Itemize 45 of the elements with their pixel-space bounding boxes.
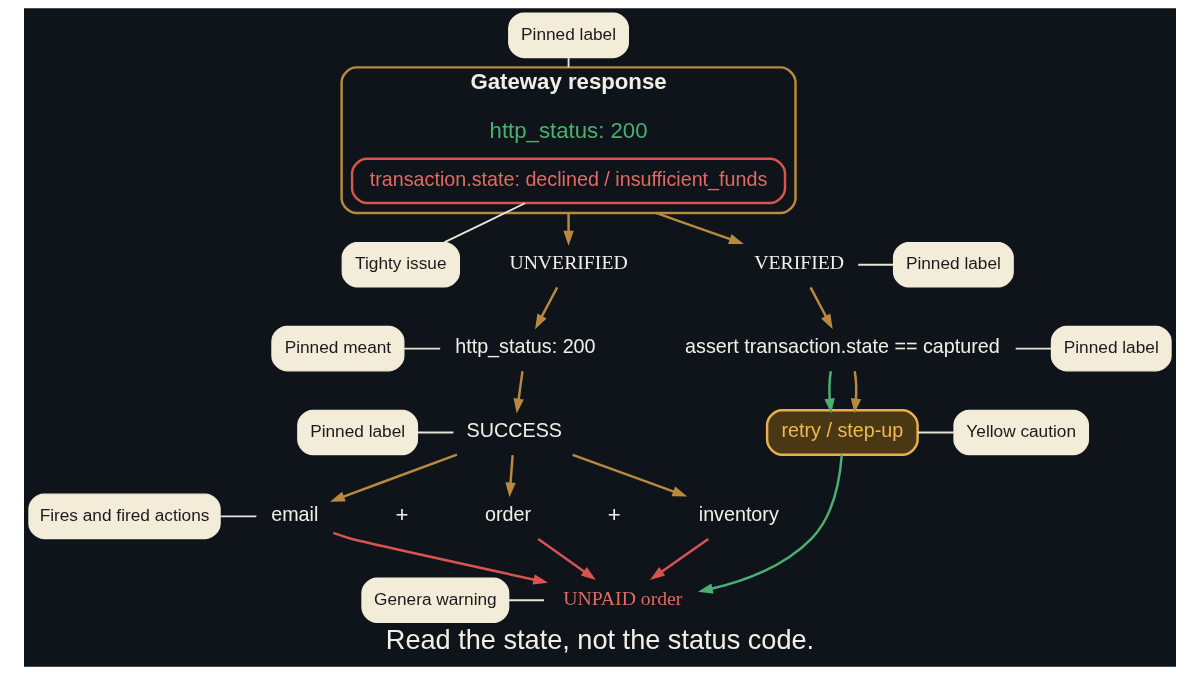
caption: Read the state, not the status code. <box>385 624 815 656</box>
connector <box>508 599 545 602</box>
connector <box>916 431 955 434</box>
label: + <box>395 501 409 527</box>
arrow <box>650 537 709 580</box>
node-box: Fires and fired actions <box>28 493 221 540</box>
node-text: VERIFIED <box>754 251 845 274</box>
node-text: order <box>485 503 532 526</box>
node-text: inventory <box>698 503 779 526</box>
connector <box>1014 347 1053 350</box>
node-box: Pinned label <box>508 12 629 59</box>
connector <box>443 202 526 244</box>
arrow <box>850 371 862 414</box>
arrow <box>513 371 524 414</box>
node-text: assert transaction.state == captured <box>685 335 1000 358</box>
node-text: SUCCESS <box>466 419 562 442</box>
arrow <box>332 531 549 585</box>
node-box: Genera warning <box>361 577 510 624</box>
node-box: Yellow caution <box>953 409 1090 456</box>
node-box: retry / step-up <box>765 409 919 456</box>
arrow <box>330 453 458 502</box>
node-box: Pinned label <box>892 241 1014 288</box>
node-text: UNPAID order <box>563 586 683 609</box>
node-box: Pinned label <box>297 409 419 456</box>
arrow <box>824 371 835 414</box>
arrow <box>535 286 559 330</box>
node-text: UNVERIFIED <box>509 251 628 274</box>
node-box: transaction.state: declined / insufficient_funds <box>350 157 787 205</box>
arrow <box>697 454 844 594</box>
arrow <box>572 453 688 497</box>
connector <box>403 347 442 350</box>
connector <box>219 515 258 518</box>
node-text: http_status: 200 <box>455 335 596 358</box>
node-box: Pinned meant <box>271 325 405 372</box>
arrow <box>505 455 516 498</box>
arrow <box>537 537 596 580</box>
arrow <box>563 212 574 246</box>
node-text: email <box>271 503 319 526</box>
label: + <box>607 501 621 527</box>
node-box: Tighty issue <box>341 241 460 288</box>
node-box: Pinned label <box>1050 325 1172 372</box>
connector <box>416 431 455 434</box>
arrow <box>809 286 833 330</box>
connector <box>857 263 895 266</box>
arrow <box>655 211 744 244</box>
